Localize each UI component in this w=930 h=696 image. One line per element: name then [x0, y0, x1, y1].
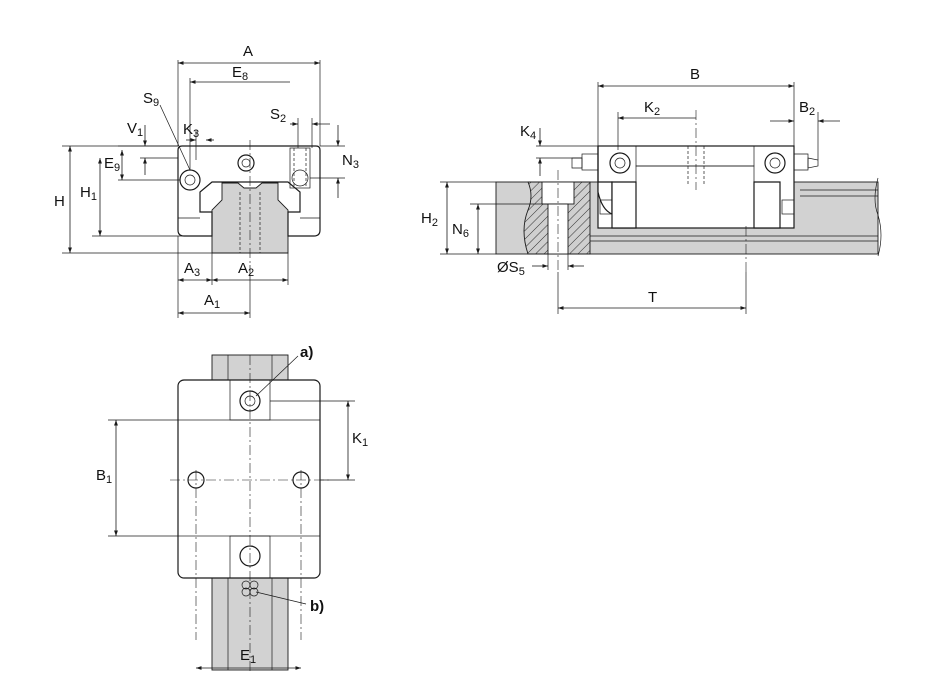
label-H1: H1 — [80, 184, 97, 203]
label-K4: K4 — [520, 123, 536, 142]
label-T: T — [648, 289, 657, 306]
label-B2: B2 — [799, 99, 815, 118]
front-view — [62, 60, 345, 318]
label-b: b) — [310, 598, 324, 615]
label-V1: V1 — [127, 120, 143, 139]
label-A2: A2 — [238, 260, 254, 279]
label-K2: K2 — [644, 99, 660, 118]
label-B: B — [690, 66, 700, 83]
carriage-top — [177, 379, 321, 579]
side-view — [440, 82, 882, 314]
top-view — [108, 354, 355, 672]
label-A1: A1 — [204, 292, 220, 311]
label-A: A — [243, 43, 253, 60]
label-S9: S9 — [143, 90, 159, 109]
label-N3: N3 — [342, 152, 359, 171]
label-E9: E9 — [104, 155, 120, 174]
label-H2: H2 — [421, 210, 438, 229]
label-N6: N6 — [452, 221, 469, 240]
label-a: a) — [300, 344, 313, 361]
label-S5: ØS5 — [497, 259, 525, 278]
label-K3: K3 — [183, 121, 199, 140]
label-S2: S2 — [270, 106, 286, 125]
label-H: H — [54, 193, 65, 210]
label-A3: A3 — [184, 260, 200, 279]
label-K1: K1 — [352, 430, 368, 449]
label-E1: E1 — [240, 647, 256, 666]
label-B1: B1 — [96, 467, 112, 486]
label-E8: E8 — [232, 64, 248, 83]
lube-nipple-icon — [609, 152, 631, 174]
